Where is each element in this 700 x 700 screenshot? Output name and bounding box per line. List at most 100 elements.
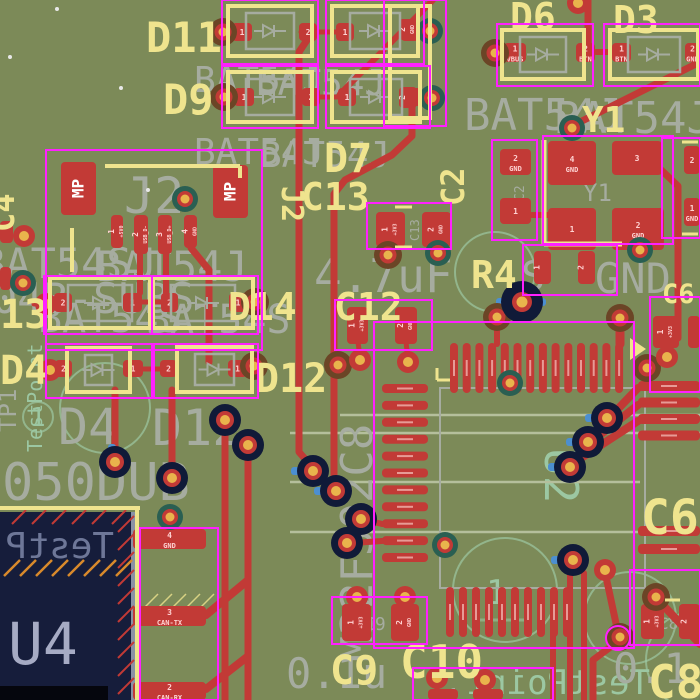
pad[interactable] (158, 215, 172, 254)
navybig-via[interactable] (516, 296, 528, 308)
fab-label[interactable]: 0.1u (286, 649, 387, 698)
navy-via[interactable] (243, 440, 253, 450)
pad[interactable] (342, 604, 371, 641)
reference-designator[interactable]: D6 (510, 0, 556, 39)
red-via[interactable] (45, 365, 55, 375)
u4-body[interactable] (0, 512, 137, 700)
pad[interactable] (133, 682, 206, 700)
reference-designator[interactable]: D7 (324, 136, 372, 182)
navy-via[interactable] (356, 514, 366, 524)
teal-via[interactable] (433, 248, 443, 258)
reference-designator[interactable]: R4 (471, 253, 517, 297)
pad[interactable] (548, 141, 596, 185)
brown-via[interactable] (383, 250, 393, 260)
pad[interactable] (428, 689, 458, 700)
pad[interactable] (684, 198, 700, 226)
brown-via[interactable] (615, 632, 625, 642)
fab-label[interactable]: C2 (513, 185, 528, 201)
reference-designator[interactable]: C6 (662, 279, 695, 310)
brown-via[interactable] (651, 592, 661, 602)
pad[interactable] (61, 162, 96, 215)
red-via[interactable] (662, 352, 672, 362)
teal-via[interactable] (165, 512, 175, 522)
pad[interactable] (234, 88, 254, 106)
red-via[interactable] (480, 675, 490, 685)
navy-via[interactable] (331, 486, 341, 496)
pad[interactable] (684, 146, 700, 174)
pad[interactable] (0, 267, 11, 290)
teal-via[interactable] (18, 278, 28, 288)
pad[interactable] (347, 307, 368, 344)
navy-via[interactable] (110, 457, 120, 467)
pad[interactable] (133, 529, 206, 549)
trace[interactable] (601, 568, 621, 632)
u4-label[interactable]: U4 (8, 610, 78, 678)
reference-designator[interactable]: D11 (146, 13, 222, 62)
pad[interactable] (500, 149, 531, 175)
navy-via[interactable] (167, 473, 177, 483)
red-via[interactable] (403, 357, 413, 367)
pad[interactable] (641, 604, 664, 639)
pad[interactable] (376, 212, 405, 247)
reference-designator[interactable]: C8 (648, 655, 700, 700)
pad[interactable] (653, 316, 679, 348)
pad[interactable] (688, 316, 700, 348)
pad[interactable] (534, 251, 551, 284)
red-via[interactable] (355, 355, 365, 365)
reference-designator[interactable]: D12 (255, 356, 327, 402)
pad[interactable] (679, 604, 700, 639)
teal-via[interactable] (440, 540, 450, 550)
teal-via[interactable] (567, 123, 577, 133)
trace[interactable] (187, 244, 213, 366)
red-via[interactable] (600, 565, 610, 575)
navy-via[interactable] (583, 437, 593, 447)
pad[interactable] (133, 606, 206, 626)
pad[interactable] (612, 208, 664, 250)
red-via[interactable] (19, 231, 29, 241)
reference-designator[interactable]: C9 (330, 648, 378, 694)
fab-label[interactable]: 0.1 (613, 644, 689, 693)
navy-via[interactable] (565, 462, 575, 472)
reference-designator[interactable]: C4 (0, 193, 22, 232)
pad[interactable] (399, 19, 417, 40)
pad[interactable] (0, 221, 13, 243)
pad[interactable] (184, 215, 197, 248)
reference-designator[interactable]: C6 (641, 490, 699, 546)
pad[interactable] (399, 87, 417, 108)
brown-via[interactable] (490, 48, 500, 58)
fab-label[interactable]: TP1 (0, 389, 22, 432)
pad[interactable] (161, 293, 178, 312)
brown-via[interactable] (492, 312, 502, 322)
brown-via[interactable] (615, 313, 625, 323)
teal-via[interactable] (180, 194, 190, 204)
pad[interactable] (134, 215, 148, 254)
pad[interactable] (391, 604, 419, 641)
navy-via[interactable] (308, 466, 318, 476)
reference-designator[interactable]: C2 (434, 167, 472, 206)
navy-via[interactable] (602, 413, 612, 423)
reference-designator[interactable]: C13 (301, 175, 370, 219)
trace[interactable] (330, 100, 416, 487)
pad[interactable] (548, 208, 596, 250)
brown-via[interactable] (333, 360, 343, 370)
navy-via[interactable] (342, 538, 352, 548)
trace[interactable] (202, 577, 251, 619)
pad[interactable] (160, 360, 177, 377)
reference-designator[interactable]: Y1 (582, 100, 625, 141)
navy-via[interactable] (220, 415, 230, 425)
pad[interactable] (213, 165, 248, 218)
trace[interactable] (202, 653, 251, 693)
navy-via[interactable] (568, 555, 578, 565)
red-via[interactable] (432, 673, 442, 683)
teal-via[interactable] (635, 245, 645, 255)
pad[interactable] (111, 215, 123, 248)
reference-designator[interactable]: D4 (0, 348, 48, 394)
reference-designator[interactable]: D3 (613, 0, 659, 42)
pad[interactable] (473, 689, 503, 700)
pad[interactable] (395, 307, 417, 344)
pad[interactable] (612, 43, 631, 62)
reference-designator[interactable]: D9 (163, 75, 214, 124)
pad[interactable] (338, 88, 356, 106)
u4-label[interactable]: TestP (6, 526, 114, 567)
